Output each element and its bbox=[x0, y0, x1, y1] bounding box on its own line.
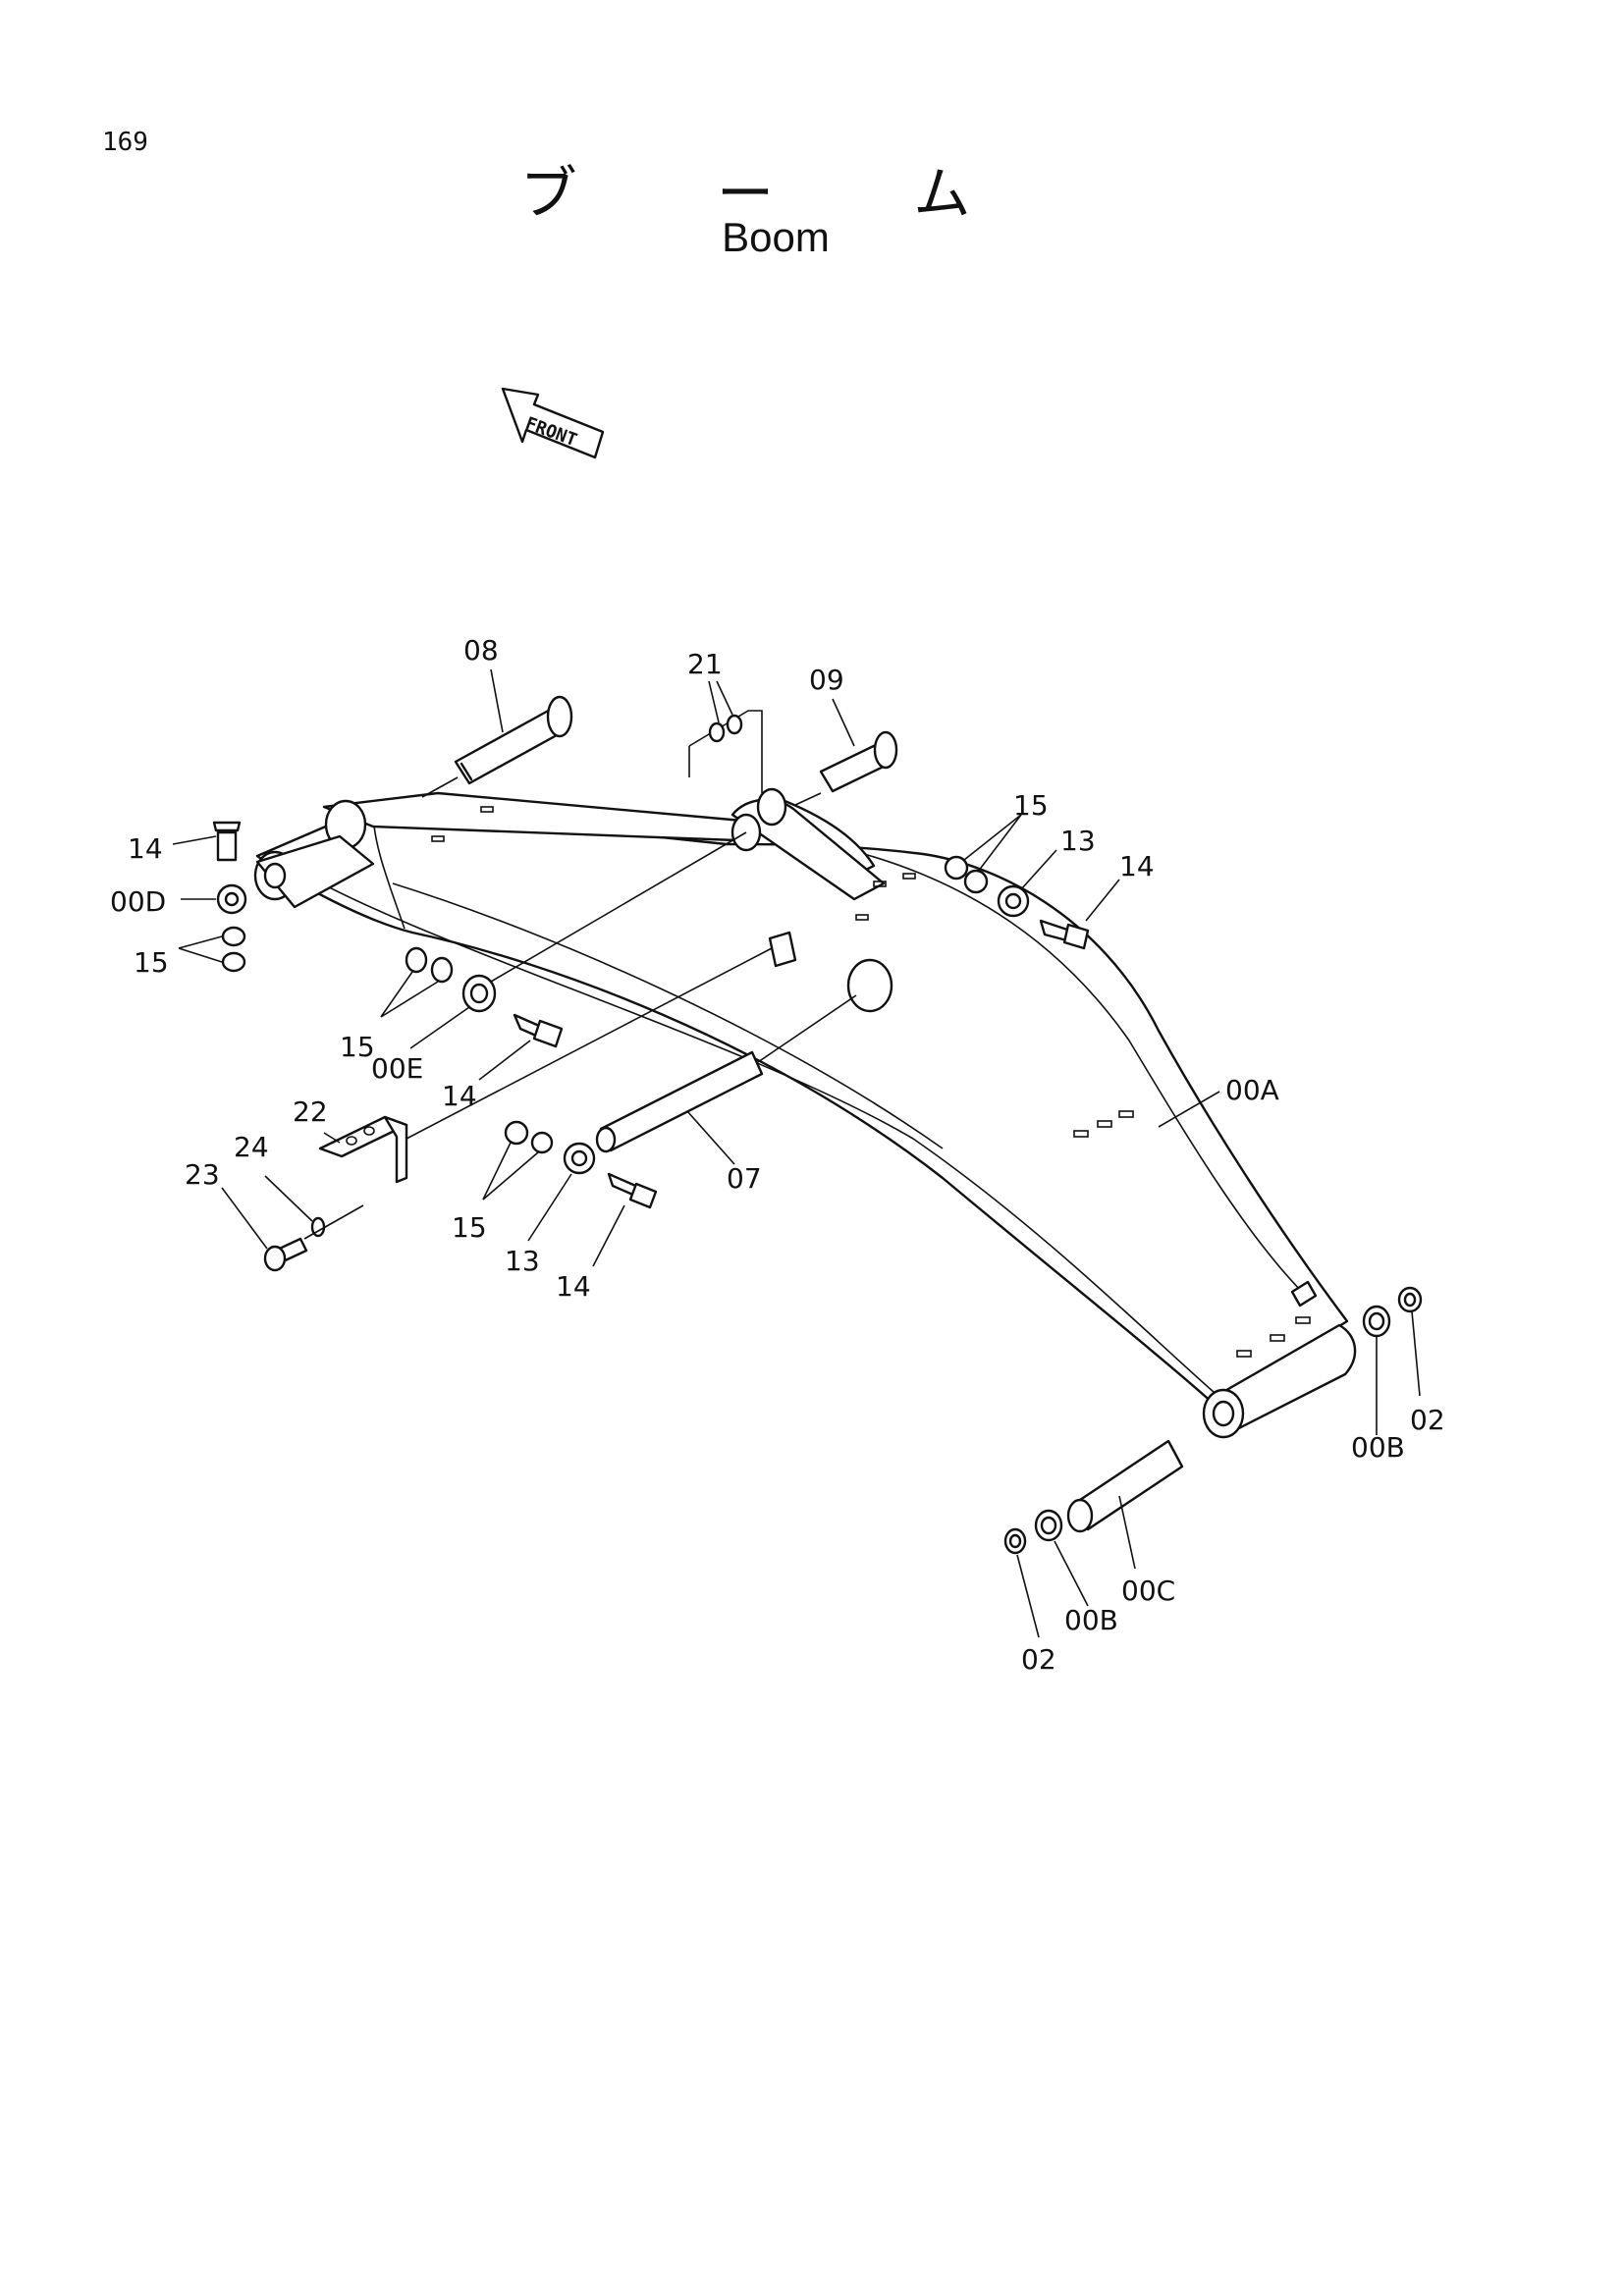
boom-body bbox=[253, 787, 1357, 1439]
pin-09 bbox=[794, 730, 898, 806]
right-hardware bbox=[944, 855, 1090, 950]
label-07: 07 bbox=[727, 1162, 762, 1195]
label-14-left: 14 bbox=[128, 832, 163, 865]
label-00e: 00E bbox=[371, 1052, 423, 1085]
label-23: 23 bbox=[185, 1158, 220, 1191]
label-02-right: 02 bbox=[1410, 1404, 1445, 1436]
label-22: 22 bbox=[293, 1095, 328, 1128]
page-title-japanese: ブ ー ム bbox=[519, 160, 1032, 227]
bracket-22 bbox=[263, 947, 773, 1272]
label-00a: 00A bbox=[1225, 1074, 1279, 1106]
label-21: 21 bbox=[687, 648, 723, 680]
washer-21 bbox=[688, 710, 763, 793]
pin-08 bbox=[421, 695, 573, 798]
foot-pin-00c bbox=[1003, 1286, 1423, 1555]
label-15-left: 15 bbox=[134, 946, 169, 979]
label-13-lower: 13 bbox=[505, 1245, 540, 1277]
pin-07 bbox=[595, 994, 857, 1153]
label-14-right: 14 bbox=[1119, 850, 1155, 882]
front-arrow-icon: FRONT bbox=[501, 387, 605, 459]
label-13-right: 13 bbox=[1060, 825, 1096, 857]
mid-hardware bbox=[405, 831, 747, 1048]
label-15-mid: 15 bbox=[340, 1031, 375, 1063]
label-15-right: 15 bbox=[1013, 789, 1049, 822]
label-02-lower: 02 bbox=[1021, 1643, 1056, 1676]
label-14-lower: 14 bbox=[556, 1270, 591, 1303]
page-title-english: Boom bbox=[722, 214, 830, 260]
label-14-mid: 14 bbox=[442, 1080, 477, 1112]
page-number: 169 bbox=[102, 128, 148, 157]
label-00b-right: 00B bbox=[1351, 1431, 1405, 1464]
label-00d: 00D bbox=[110, 885, 166, 918]
left-hardware bbox=[212, 821, 247, 973]
label-00b-lower: 00B bbox=[1064, 1604, 1118, 1636]
part-labels: 08 21 09 15 13 14 14 00D 15 15 00E 14 00… bbox=[110, 634, 1445, 1676]
lower-hardware bbox=[504, 1120, 658, 1209]
leader-lines bbox=[172, 668, 1421, 1638]
label-09: 09 bbox=[809, 664, 844, 696]
label-00c: 00C bbox=[1121, 1575, 1175, 1607]
label-15-lower: 15 bbox=[452, 1211, 487, 1244]
label-08: 08 bbox=[463, 634, 499, 667]
label-24: 24 bbox=[234, 1131, 269, 1163]
